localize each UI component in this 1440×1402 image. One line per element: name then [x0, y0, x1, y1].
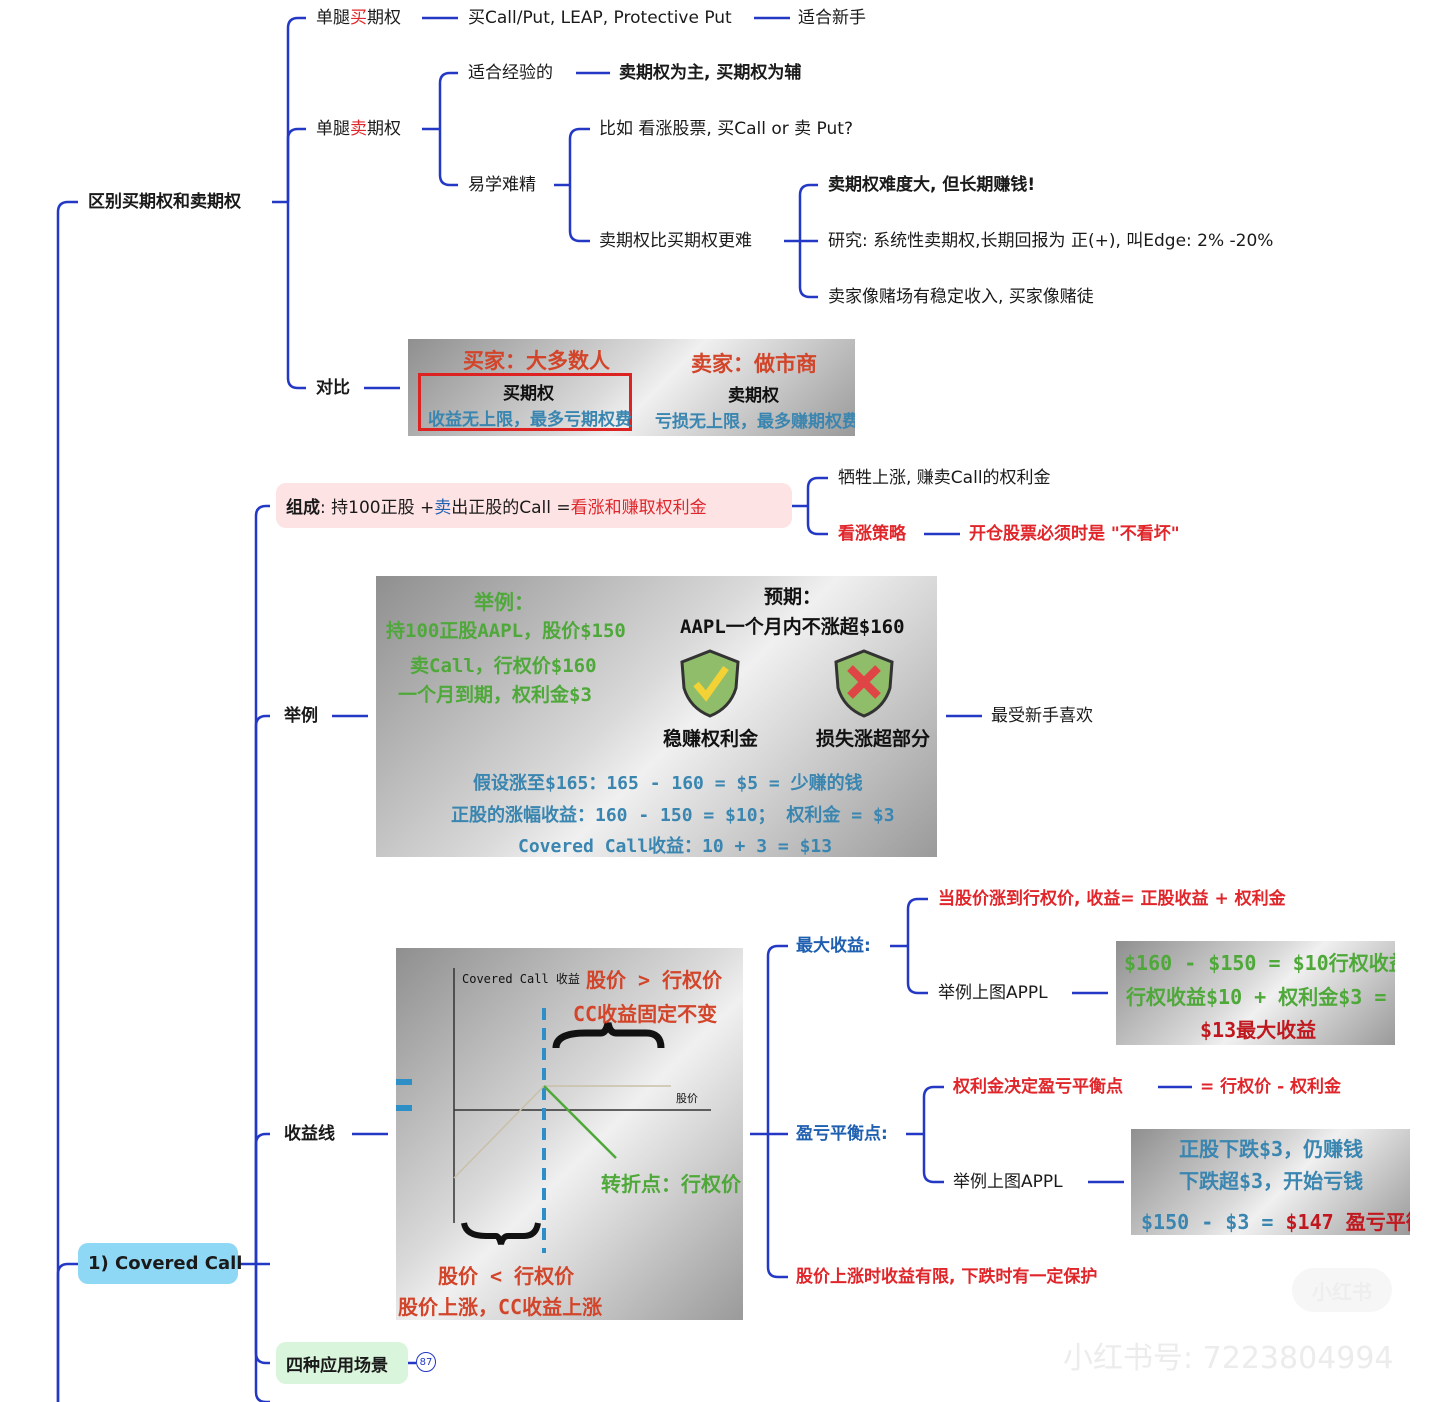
connector-line — [798, 183, 818, 241]
connector-line — [254, 504, 270, 1264]
collapsed-count-badge[interactable]: 87 — [416, 1352, 436, 1372]
connector-line — [438, 129, 458, 187]
check-shield-icon — [680, 649, 740, 718]
node-compare[interactable]: 对比 — [316, 378, 350, 398]
node-example[interactable]: 举例 — [284, 706, 318, 726]
node-harder-item[interactable]: 卖期权难度大, 但长期赚钱! — [828, 175, 1036, 195]
node-beginner[interactable]: 适合新手 — [798, 8, 866, 28]
connector-line — [922, 1085, 944, 1134]
cross-shield-icon — [834, 649, 894, 718]
node-max-profit-when[interactable]: 当股价涨到行权价, 收益= 正股收益 + 权利金 — [938, 889, 1286, 909]
node-sell-main[interactable]: 卖期权为主, 买期权为辅 — [619, 63, 802, 83]
connector-line — [286, 127, 306, 202]
connector-line — [906, 946, 928, 995]
node-max-profit-example[interactable]: 举例上图APPL — [938, 983, 1048, 1003]
connector-line — [286, 202, 306, 390]
connector-line — [806, 476, 828, 506]
node-sell-harder[interactable]: 卖期权比买期权更难 — [599, 231, 752, 251]
connector-line — [766, 944, 788, 1134]
node-example-question[interactable]: 比如 看涨股票, 买Call or 卖 Put? — [599, 119, 853, 139]
connector-line — [922, 1134, 944, 1184]
node-bullish-strategy[interactable]: 看涨策略 — [838, 524, 906, 544]
node-buy-detail[interactable]: 买Call/Put, LEAP, Protective Put — [468, 8, 732, 28]
node-max-profit[interactable]: 最大收益: — [796, 936, 871, 956]
node-breakeven-formula[interactable]: = 行权价 - 权利金 — [1200, 1077, 1342, 1097]
node-breakeven[interactable]: 盈亏平衡点: — [796, 1124, 888, 1144]
payoff-chart-image: Covered Call 收益 股价 股价 > 行权价 CC收益固定不变 转折点… — [396, 948, 743, 1320]
connector-line — [568, 127, 590, 185]
node-experienced[interactable]: 适合经验的 — [468, 63, 553, 83]
connector-line — [438, 71, 458, 129]
node-buy-single[interactable]: 单腿买期权 — [316, 8, 401, 28]
connector-line — [798, 241, 818, 299]
node-limited-upside[interactable]: 股价上涨时收益有限, 下跌时有一定保护 — [796, 1267, 1098, 1287]
connector-line — [254, 1264, 270, 1365]
node-sell-single[interactable]: 单腿卖期权 — [316, 119, 401, 139]
node-covered-call[interactable]: 1) Covered Call — [78, 1243, 242, 1284]
node-harder-item[interactable]: 卖家像赌场有稳定收入, 买家像赌徒 — [828, 287, 1094, 307]
node-harder-item[interactable]: 研究: 系统性卖期权,长期回报为 正(+), 叫Edge: 2% -20% — [828, 231, 1274, 251]
node-easy-hard[interactable]: 易学难精 — [468, 175, 536, 195]
example-image: 举例： 持100正股AAPL，股价$150 卖Call，行权价$160 一个月到… — [376, 576, 937, 857]
connector-line — [906, 897, 928, 946]
node-buy-vs-sell[interactable]: 区别买期权和卖期权 — [88, 192, 241, 212]
connector-line — [766, 1134, 788, 1279]
node-payoff-line[interactable]: 收益线 — [284, 1124, 335, 1144]
node-composition[interactable]: 组成: 持100正股 + 卖出正股的Call = 看涨和赚取权利金 — [276, 483, 792, 528]
connector-line — [254, 1132, 270, 1264]
connector-line — [568, 185, 590, 243]
watermark-logo: 小红书 — [1292, 1268, 1392, 1312]
node-not-bearish[interactable]: 开仓股票必须时是 "不看坏" — [969, 524, 1180, 544]
connector-line — [286, 16, 306, 202]
node-sacrifice[interactable]: 牺牲上涨, 赚卖Call的权利金 — [838, 468, 1051, 488]
watermark-id: 小红书号: 7223804994 — [1063, 1341, 1394, 1376]
breakeven-image: 正股下跌$3，仍赚钱 下跌超$3，开始亏钱 $150 - $3 = $147 盈… — [1131, 1129, 1410, 1235]
node-favorite[interactable]: 最受新手喜欢 — [991, 706, 1093, 726]
connector-line — [254, 714, 270, 1264]
compare-image: 买家：大多数人 买期权 收益无上限，最多亏期权费 卖家：做市商 卖期权 亏损无上… — [408, 339, 855, 436]
node-four-scenarios[interactable]: 四种应用场景 — [276, 1342, 408, 1384]
node-breakeven-rule[interactable]: 权利金决定盈亏平衡点 — [953, 1077, 1123, 1097]
connector-line — [56, 1262, 78, 1402]
connector-line — [56, 200, 78, 1402]
connector-line — [254, 1264, 270, 1402]
payoff-diagram — [396, 968, 711, 1253]
node-breakeven-example[interactable]: 举例上图APPL — [953, 1172, 1063, 1192]
connector-line — [806, 506, 828, 536]
max-profit-image: $160 - $150 = $10行权收益 行权收益$10 + 权利金$3 = … — [1116, 941, 1395, 1045]
